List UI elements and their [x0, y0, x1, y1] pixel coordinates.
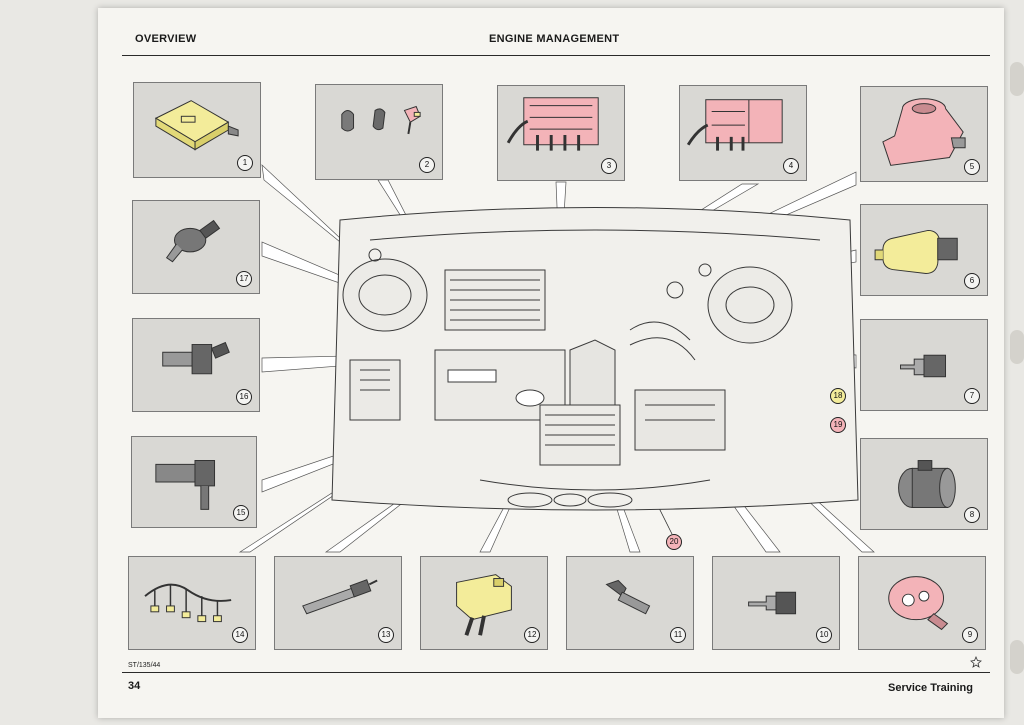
- component-panel-12: 12: [420, 556, 548, 650]
- component-number: 9: [962, 627, 978, 643]
- binder-hole-top: [1010, 62, 1024, 96]
- component-panel-10: 10: [712, 556, 840, 650]
- component-panel-17: 17: [132, 200, 260, 294]
- component-panel-15: 15: [131, 436, 257, 528]
- component-number: 7: [964, 388, 980, 404]
- component-number: 5: [964, 159, 980, 175]
- brand-label: Service Training: [888, 682, 973, 694]
- ignition-coil-yellow-icon: [456, 574, 512, 636]
- component-number: 12: [524, 627, 540, 643]
- component-number: 1: [237, 155, 253, 171]
- air-mass-meter-icon: [898, 460, 956, 508]
- footer-rule: [122, 672, 990, 673]
- component-number: 13: [378, 627, 394, 643]
- component-panel-1: 1: [133, 82, 261, 178]
- header-rule: [122, 55, 990, 56]
- engine-callout-20: 20: [666, 534, 682, 550]
- component-number: 2: [419, 157, 435, 173]
- component-number: 11: [670, 627, 686, 643]
- component-number: 3: [601, 158, 617, 174]
- injector-icon: [162, 341, 230, 375]
- component-number: 10: [816, 627, 832, 643]
- component-panel-6: 6: [860, 204, 988, 296]
- figure-reference: ST/135/44: [128, 662, 161, 669]
- binder-hole-bottom: [1010, 640, 1024, 674]
- camshaft-sensor-icon: [155, 459, 216, 510]
- throttle-body-pink-icon: [882, 98, 966, 166]
- pressure-sensor-icon: [165, 219, 221, 263]
- wiring-harness-icon: [144, 583, 232, 623]
- binder-hole-mid: [1010, 330, 1024, 364]
- component-panel-13: 13: [274, 556, 402, 650]
- component-panel-16: 16: [132, 318, 260, 412]
- component-panel-7: 7: [860, 319, 988, 411]
- engine-callout-19: 19: [830, 417, 846, 433]
- oxygen-sensor-icon: [302, 579, 378, 615]
- component-panel-4: 4: [679, 85, 807, 181]
- component-panel-3: 3: [497, 85, 625, 181]
- component-number: 14: [232, 627, 248, 643]
- component-panel-5: 5: [860, 86, 988, 182]
- crankshaft-sensor-icon: [605, 579, 651, 615]
- sensor-connectors-icon: [341, 105, 421, 135]
- page-title: ENGINE MANAGEMENT: [489, 33, 620, 45]
- component-number: 16: [236, 389, 252, 405]
- component-number: 15: [233, 505, 249, 521]
- page-number: 34: [128, 680, 141, 692]
- egr-valve-pink-icon: [888, 576, 949, 631]
- component-panel-14: 14: [128, 556, 256, 650]
- coolant-sensor-icon: [748, 591, 797, 615]
- component-panel-11: 11: [566, 556, 694, 650]
- component-number: 17: [236, 271, 252, 287]
- ford-emblem-icon: [970, 656, 982, 668]
- ecu-module-icon: [154, 100, 239, 151]
- temperature-sender-icon: [900, 354, 947, 378]
- fuel-rail-pink-icon: [686, 99, 783, 151]
- engine-callout-18: 18: [830, 388, 846, 404]
- component-number: 4: [783, 158, 799, 174]
- idle-valve-yellow-icon: [874, 229, 958, 274]
- component-number: 6: [964, 273, 980, 289]
- section-label: OVERVIEW: [135, 33, 197, 45]
- component-panel-2: 2: [315, 84, 443, 180]
- intake-manifold-pink-icon: [506, 97, 599, 151]
- engine-bay-illustration: [331, 207, 859, 511]
- component-number: 8: [964, 507, 980, 523]
- component-panel-8: 8: [860, 438, 988, 530]
- component-panel-9: 9: [858, 556, 986, 650]
